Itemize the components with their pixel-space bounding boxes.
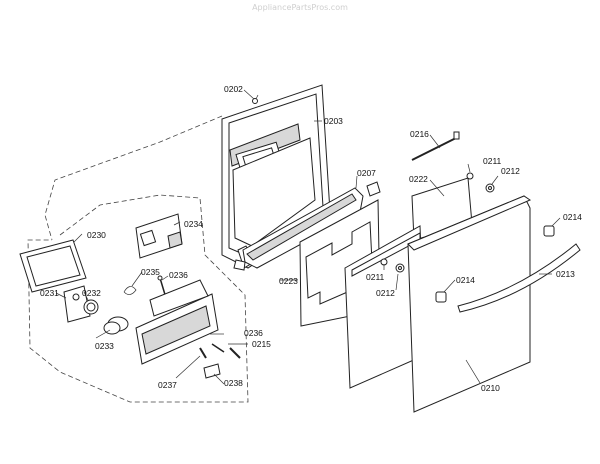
callout-0212-lower: 0212 [376,288,395,298]
callout-0207: 0207 [357,168,376,178]
callout-0237: 0237 [158,380,177,390]
callout-0230: 0230 [87,230,106,240]
callout-0210: 0210 [481,383,500,393]
callout-0236-upper: 0236 [169,270,188,280]
callout-0211-lower: 0211 [366,272,385,282]
cap-0238[interactable] [203,363,221,379]
assembly-boundary-outer [44,115,223,241]
door-handle-bar[interactable] [457,243,581,313]
leader-lines [55,89,561,385]
dispenser-body-0215[interactable] [135,279,219,365]
door-trim-strip[interactable] [233,187,364,271]
callout-0233: 0233 [95,341,114,351]
assembly-boundary-inner [27,194,249,403]
spring-0235[interactable] [123,286,137,295]
cable-rod-0216[interactable] [411,131,460,161]
screw-0211-upper[interactable] [466,172,474,180]
callout-0216: 0216 [410,129,429,139]
callout-labels: 0202 0203 0207 0210 0211 0211 0212 0212 … [40,84,582,393]
screw-0202[interactable] [252,94,259,104]
callout-0238: 0238 [224,378,243,388]
callout-0214-lower: 0214 [456,275,475,285]
callout-0203: 0203 [324,116,343,126]
callout-0215: 0215 [252,339,271,349]
callout-0213: 0213 [556,269,575,279]
lever-0236-lower[interactable] [211,343,225,353]
spring-0237-b[interactable] [229,347,241,359]
housing-cover-0231[interactable] [63,285,91,323]
callout-0234: 0234 [184,219,203,229]
clip-0207[interactable] [366,181,381,197]
callout-0235: 0235 [141,267,160,277]
handle-end-cap-0214-upper[interactable] [543,225,555,237]
callout-0236-lower: 0236 [244,328,263,338]
washer-0212-upper[interactable] [485,183,495,193]
callout-0212-upper: 0212 [501,166,520,176]
callout-0232: 0232 [82,288,101,298]
callout-0214-upper: 0214 [563,212,582,222]
callout-0222: 0222 [409,174,428,184]
gasket-frame-0230[interactable] [19,239,87,293]
seal-ring-0232[interactable] [83,299,99,315]
spring-0237[interactable] [199,347,207,359]
callout-0223: 0223 [279,276,298,286]
callout-0211-upper: 0211 [483,156,502,166]
washer-0212-lower[interactable] [395,263,405,273]
callout-0202: 0202 [224,84,243,94]
watermark-text: AppliancePartsPros.com [252,3,348,12]
callout-0231: 0231 [40,288,59,298]
handle-end-cap-0214-lower[interactable] [435,291,447,303]
dispenser-window-0234[interactable] [135,213,183,259]
